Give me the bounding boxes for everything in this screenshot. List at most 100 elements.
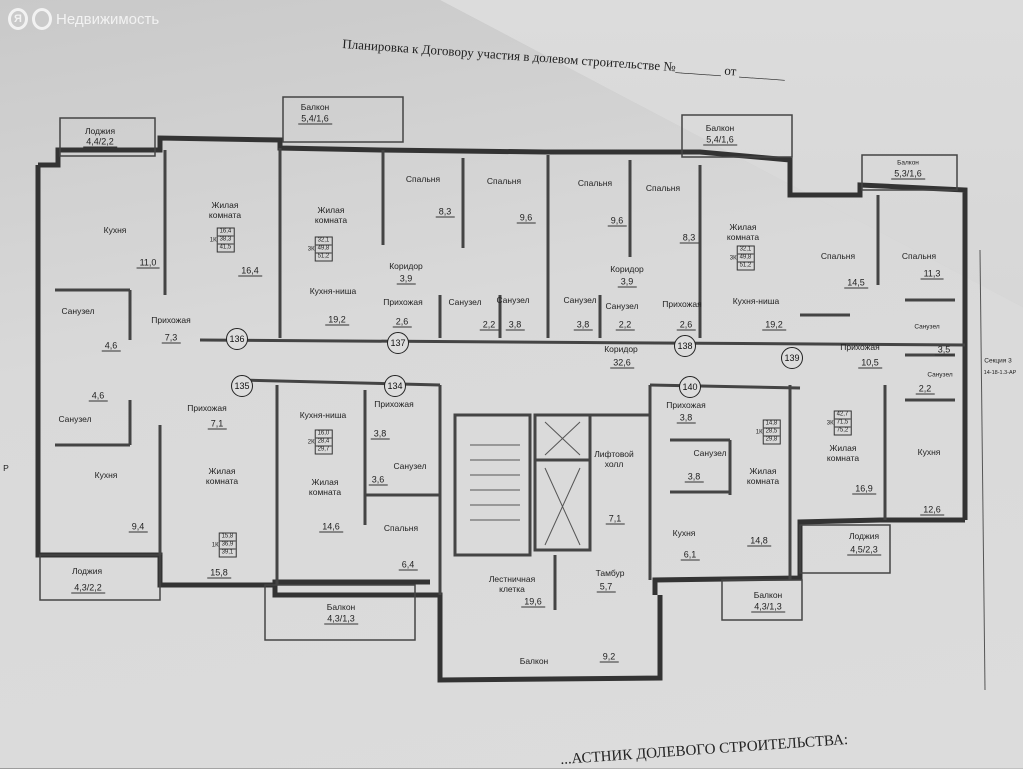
room-label: Санузел	[563, 295, 597, 305]
room-area: 16,9	[852, 484, 876, 495]
room-area: 9,6	[516, 213, 536, 224]
corridor-area: 32,6	[610, 358, 634, 369]
room-area: 7,1	[207, 419, 227, 430]
room-area: 4,5/2,3	[847, 545, 881, 556]
room-label: Прихожая	[666, 400, 706, 410]
room-label: Спальня	[820, 251, 856, 261]
room-label: Кухня-ниша	[309, 286, 357, 296]
room-area: 14,8	[747, 536, 771, 547]
room-area: 15,8	[207, 568, 231, 579]
apartment-marker-134: 134	[384, 375, 406, 397]
room-label: Спальня	[645, 183, 681, 193]
room-area: 2,2	[615, 320, 635, 331]
ring-logo-icon	[32, 8, 52, 30]
room-area: 4,4/2,2	[83, 137, 117, 148]
room-area: 2,2	[479, 320, 499, 331]
room-label: Санузел	[58, 414, 92, 424]
room-label: Коридор	[610, 264, 644, 274]
room-area: 7,3	[161, 333, 181, 344]
room-label: Прихожая	[151, 315, 191, 325]
section-label: Секция 3	[984, 357, 1012, 365]
vestibule-label: Тамбур	[595, 568, 625, 578]
common-balcony-area: 9,2	[599, 652, 619, 663]
room-area: 6,1	[680, 550, 700, 561]
room-label: Кухня	[103, 225, 127, 235]
apartment-marker-138: 138	[674, 335, 696, 357]
room-area: 8,3	[679, 233, 699, 244]
room-area: 5,4/1,6	[298, 114, 332, 125]
room-label: Санузел	[393, 461, 427, 471]
room-label: Балкон	[326, 602, 356, 612]
room-label: Санузел	[927, 371, 953, 379]
room-label: Жилая комната	[314, 205, 348, 225]
room-label: Кухня	[917, 447, 941, 457]
room-area: 4,6	[101, 341, 121, 352]
room-area: 3,8	[370, 429, 390, 440]
yandex-logo-icon: Я	[8, 8, 28, 30]
common-balcony-label: Балкон	[519, 656, 549, 666]
room-area: 5,3/1,6	[891, 169, 925, 180]
watermark-text: Недвижимость	[56, 10, 160, 28]
room-area: 4,3/2,2	[71, 583, 105, 594]
room-area: 4,6	[88, 391, 108, 402]
stairwell-area: 19,6	[521, 597, 545, 608]
room-label: Прихожая	[662, 299, 702, 309]
room-label: Санузел	[693, 448, 727, 458]
room-area: 10,5	[858, 358, 882, 369]
lift-hall-label: Лифтовой холл	[594, 449, 634, 469]
room-label: Лоджия	[71, 566, 103, 576]
room-area: 2,6	[676, 320, 696, 331]
room-label: Прихожая	[840, 342, 880, 352]
room-area: 11,3	[920, 269, 944, 280]
room-area: 2,2	[915, 384, 935, 395]
corridor-label: Коридор	[604, 344, 638, 354]
room-label: Санузел	[605, 301, 639, 311]
room-label: Коридор	[389, 261, 423, 271]
room-label: Жилая комната	[308, 477, 342, 497]
apartment-marker-136: 136	[226, 328, 248, 350]
room-label: Прихожая	[374, 399, 414, 409]
room-area: 12,6	[920, 505, 944, 516]
room-area: 5,4/1,6	[703, 135, 737, 146]
room-label: Кухня-ниша	[732, 296, 780, 306]
room-area: 2,6	[392, 317, 412, 328]
lift-hall-area: 7,1	[605, 514, 625, 525]
room-area: 19,2	[325, 315, 349, 326]
room-label: Жилая комната	[826, 443, 860, 463]
room-label: Санузел	[914, 323, 940, 331]
section-code: 14-18-1.3-АР	[983, 370, 1017, 376]
room-label: Лоджия	[848, 531, 880, 541]
room-area: 3,8	[573, 320, 593, 331]
room-label: Кухня	[94, 470, 118, 480]
apartment-marker-139: 139	[781, 347, 803, 369]
room-area: 3,9	[617, 277, 637, 288]
room-area: 3,8	[676, 413, 696, 424]
room-area: 3,5	[934, 345, 954, 356]
room-area: 6,4	[398, 560, 418, 571]
room-area: 16,4	[238, 266, 262, 277]
room-label: Балкон	[753, 590, 783, 600]
room-label: Спальня	[486, 176, 522, 186]
room-label: Жилая комната	[208, 200, 242, 220]
room-label: Кухня-ниша	[299, 410, 347, 420]
room-area: 9,4	[128, 522, 148, 533]
room-label: Жилая комната	[726, 222, 760, 242]
room-area: 19,2	[762, 320, 786, 331]
vestibule-area: 5,7	[596, 582, 616, 593]
room-label: Балкон	[897, 159, 919, 167]
room-label: Балкон	[705, 123, 735, 133]
room-area: 8,3	[435, 207, 455, 218]
room-area: 4,3/1,3	[324, 614, 358, 625]
room-area: 11,0	[136, 258, 160, 269]
room-label: Прихожая	[383, 297, 423, 307]
room-area: 3,9	[396, 274, 416, 285]
room-area: 3,8	[684, 472, 704, 483]
room-label: Спальня	[405, 174, 441, 184]
